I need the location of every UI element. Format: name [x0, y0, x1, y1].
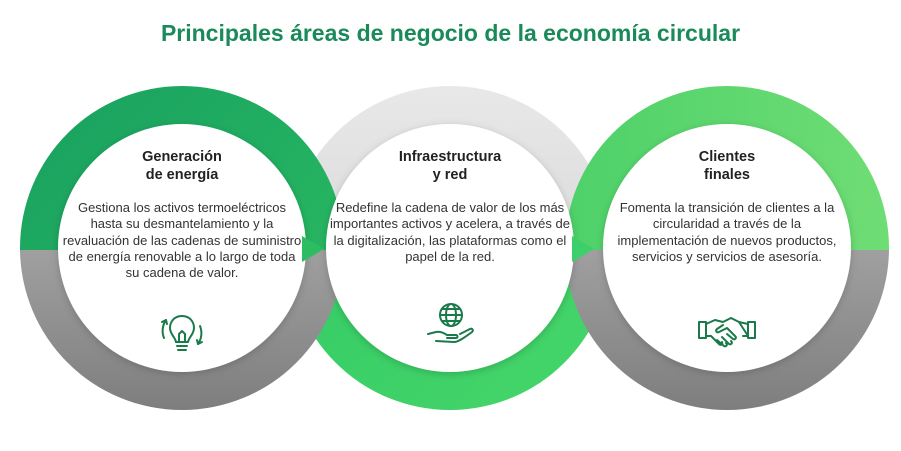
area-heading: Infraestructura y red: [398, 149, 502, 183]
area-description: Gestiona los activos termoeléctricos has…: [62, 200, 302, 281]
arrow-right-icon: [302, 236, 324, 262]
area-heading: Clientes finales: [698, 149, 756, 183]
area-description: Redefine la cadena de valor de los más i…: [330, 200, 570, 264]
inner-circle-middle: [326, 124, 574, 372]
area-description: Fomenta la transición de clientes a la c…: [617, 200, 837, 264]
area-card-clientes: Clientes finales Fomenta la transición d…: [607, 148, 847, 358]
area-card-generacion: Generación de energía Gestiona los activ…: [62, 148, 302, 358]
inner-circle-right: [603, 124, 851, 372]
area-heading: Generación de energía: [142, 149, 222, 183]
lightbulb-recycle-icon: [161, 315, 203, 351]
handshake-icon: [698, 317, 756, 348]
inner-circle-left: [58, 124, 306, 372]
area-card-infraestructura: Infraestructura y red Redefine la cadena…: [330, 148, 570, 358]
globe-hand-icon: [427, 303, 474, 343]
arrow-right-icon: [572, 236, 594, 262]
page-title: Principales áreas de negocio de la econo…: [160, 20, 741, 46]
